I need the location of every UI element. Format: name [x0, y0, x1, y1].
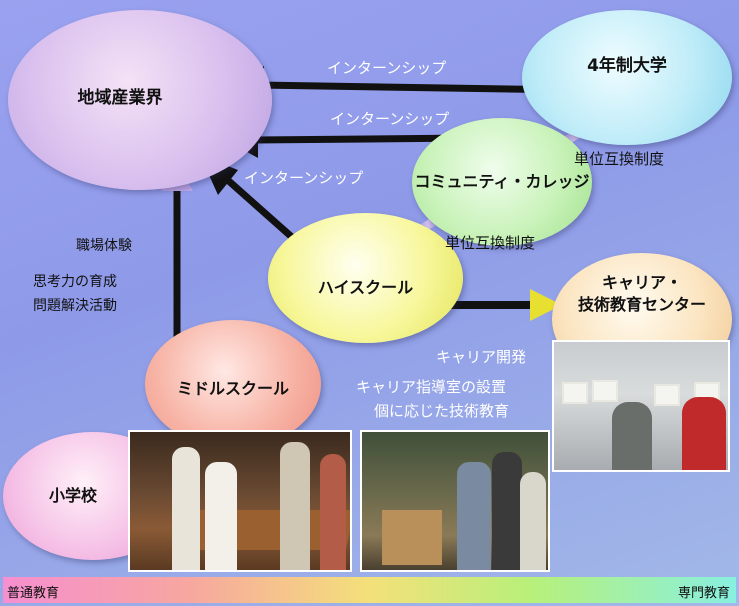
node-university: 4年制大学 [522, 10, 732, 145]
career-center-line2: 技術教育センター [577, 295, 706, 314]
label-career-dev-1: キャリア指導室の設置 [356, 378, 507, 396]
node-high-school: ハイスクール [268, 213, 463, 343]
node-industry: 地域産業界 [8, 10, 272, 190]
label-internship-low: インターンシップ [244, 169, 364, 187]
photo-workshop-students [128, 430, 352, 572]
spectrum-left-label: 普通教育 [7, 586, 60, 601]
middle-school-label: ミドルスクール [176, 379, 289, 399]
high-school-label: ハイスクール [317, 278, 414, 298]
label-workplace-experience: 職場体験 [76, 238, 132, 254]
career-center-line1: キャリア・ [601, 273, 682, 293]
elementary-label: 小学校 [48, 486, 97, 506]
university-label: 4年制大学 [587, 56, 667, 77]
node-community-college: コミュニティ・カレッジ [412, 118, 592, 246]
spectrum-right-label: 専門教育 [677, 586, 730, 601]
arrow-university-to-industry [257, 81, 576, 94]
label-internship-top: インターンシップ [327, 59, 447, 77]
community-college-label: コミュニティ・カレッジ [414, 172, 590, 192]
label-thinking-1: 思考力の育成 [33, 274, 117, 290]
label-career-dev-title: キャリア開発 [436, 348, 527, 366]
industry-label: 地域産業界 [77, 87, 163, 108]
label-internship-mid: インターンシップ [330, 110, 450, 128]
photo-computer-lab [552, 340, 730, 472]
label-credit-transfer-upper: 単位互換制度 [574, 150, 665, 168]
education-spectrum-bar: 普通教育 専門教育 [3, 577, 736, 603]
photo-industry-visit [360, 430, 550, 572]
label-thinking-2: 問題解決活動 [33, 298, 117, 314]
label-career-dev-2: 個に応じた技術教育 [374, 402, 510, 420]
node-middle-school: ミドルスクール [145, 320, 321, 448]
label-credit-transfer-lower: 単位互換制度 [445, 234, 536, 252]
arrowhead-career [530, 289, 562, 321]
